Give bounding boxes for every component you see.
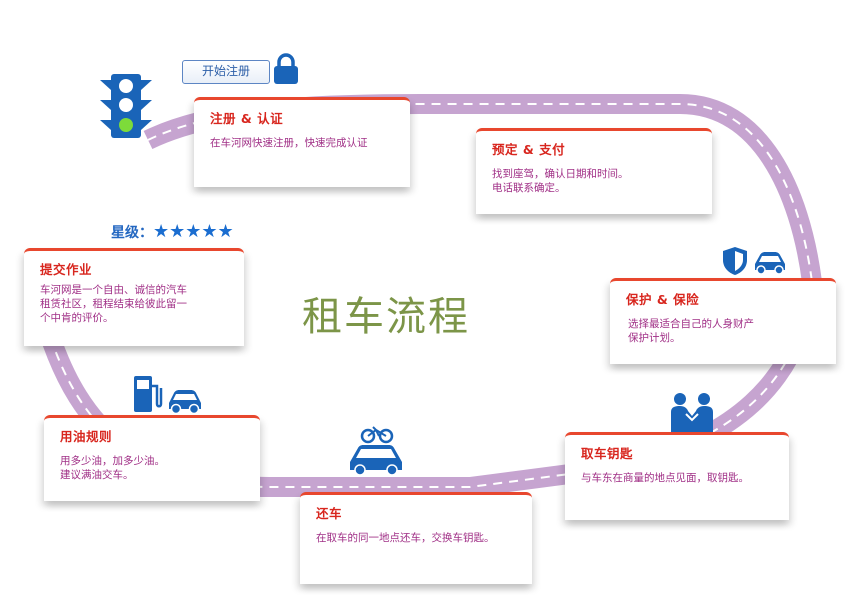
step-card-pickup: 取车钥匙 与车东在商量的地点见面，取钥匙。 [565,432,789,520]
step-title: 保护 & 保险 [626,292,700,307]
step-card-insurance: 保护 & 保险 选择最适合自己的人身财产 保护计划。 [610,278,836,364]
car-icon [169,390,201,415]
step-title: 提交作业 [40,262,93,277]
step-title: 注册 & 认证 [210,111,284,126]
handshake-icon [671,393,713,432]
step-title: 还车 [316,506,343,521]
step-card-fuel: 用油规则 用多少油，加多少油。 建议满油交车。 [44,415,260,501]
car-with-bike-icon [350,426,402,476]
rating: 星级：★★★★★ [111,221,234,242]
step-card-register: 注册 & 认证 在车河网快速注册，快速完成认证 [194,97,410,187]
step-card-review: 提交作业 车河网是一个自由、诚信的汽车 租赁社区，租程结束给彼此留一 个中肯的评… [24,248,244,346]
start-register-button[interactable]: 开始注册 [182,60,270,84]
step-desc: 在车河网快速注册，快速完成认证 [210,137,368,149]
rating-stars-icon: ★★★★★ [153,221,234,242]
car-icon [755,252,785,275]
step-desc: 在取车的同一地点还车，交换车钥匙。 [316,532,495,544]
step-title: 预定 & 支付 [492,142,566,157]
rating-label: 星级： [111,225,153,241]
step-card-return: 还车 在取车的同一地点还车，交换车钥匙。 [300,492,532,584]
traffic-light-icon [100,74,152,138]
step-title: 用油规则 [60,429,113,444]
step-desc: 与车东在商量的地点见面，取钥匙。 [581,472,749,484]
step-title: 取车钥匙 [581,446,634,461]
step-desc: 选择最适合自己的人身财产 保护计划。 [628,318,754,344]
lock-icon [274,53,298,84]
step-card-booking: 预定 & 支付 找到座驾，确认日期和时间。 电话联系确定。 [476,128,712,214]
step-desc: 找到座驾，确认日期和时间。 电话联系确定。 [492,168,629,194]
shield-icon [723,247,747,275]
step-desc: 车河网是一个自由、诚信的汽车 租赁社区，租程结束给彼此留一 个中肯的评价。 [40,284,187,324]
step-desc: 用多少油，加多少油。 建议满油交车。 [60,455,165,481]
fuel-pump-icon [134,376,163,412]
diagram-title: 租车流程 [302,294,470,340]
